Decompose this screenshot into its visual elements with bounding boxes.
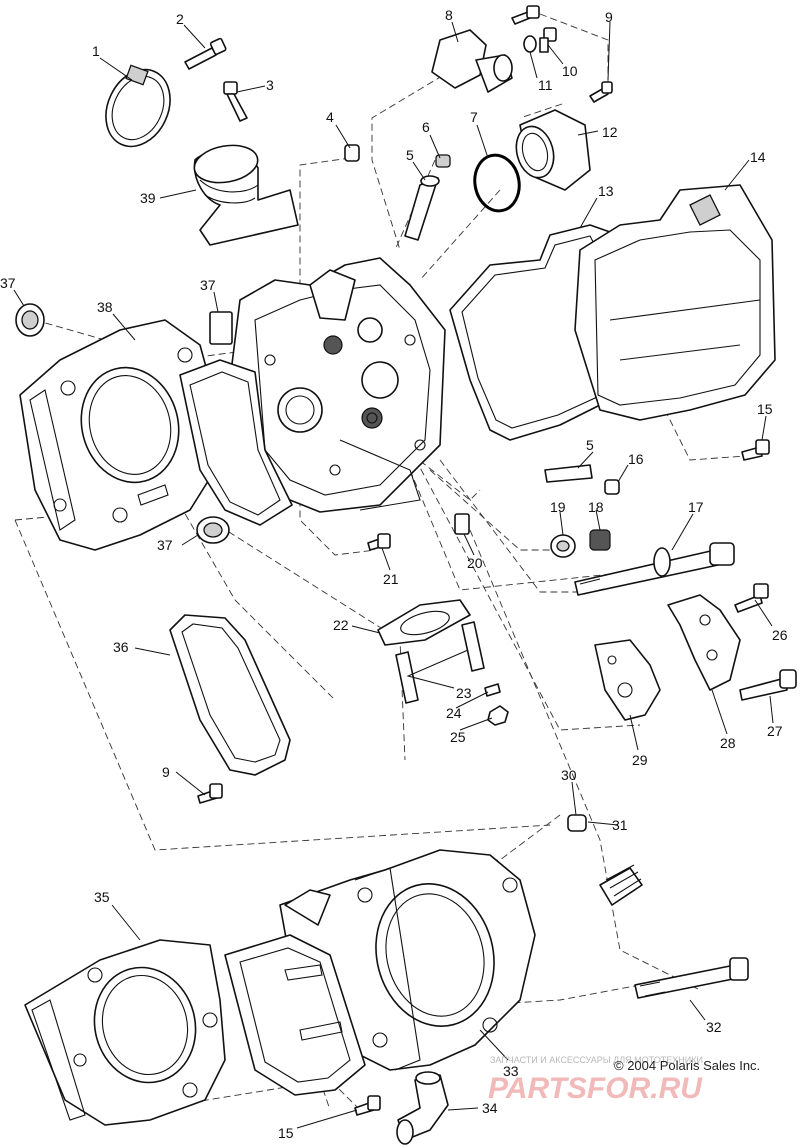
part-21-bolt [367,533,391,551]
part-38-head-gasket [19,319,216,551]
callout-24: 24 [446,705,462,721]
callout-5-right: 5 [586,437,594,453]
callout-26: 26 [772,627,788,643]
part-7-o-ring [473,153,521,213]
callout-13: 13 [598,183,614,199]
part-23-24-25-studs [395,621,509,726]
callout-39: 39 [140,190,156,206]
callout-32: 32 [706,1019,722,1035]
part-37-seals [15,303,230,544]
part-15-34-bolt-elbow [354,1071,449,1145]
part-33-base-gasket [224,934,366,1096]
callout-33: 33 [503,1063,519,1079]
head-gasket-secondary [179,359,293,526]
part-26-29-brackets [594,583,797,721]
part-9-10-11-hardware [511,5,613,103]
part-3-bolt [223,81,248,122]
callout-37-lower: 37 [157,537,173,553]
callout-3: 3 [266,77,274,93]
callout-6: 6 [422,119,430,135]
callout-9-top: 9 [605,9,613,25]
callout-27: 27 [767,723,783,739]
part-36-side-gasket [169,614,291,776]
callout-37-left: 37 [0,275,16,291]
callout-36: 36 [113,639,129,655]
cylinder-head [209,257,446,513]
part-4-5-6-small-parts [344,144,451,241]
callout-31: 31 [612,817,628,833]
callout-15-right: 15 [757,401,773,417]
callout-10: 10 [562,63,578,79]
callout-14: 14 [750,149,766,165]
part-2-screw [184,37,227,70]
part-8-water-outlet [431,29,513,93]
callout-23: 23 [456,685,472,701]
callout-22: 22 [333,617,349,633]
callout-17: 17 [688,499,704,515]
part-30-31-dowel-spring [567,814,643,906]
callout-leaders [13,21,774,1129]
copyright-notice: © 2004 Polaris Sales Inc. [614,1058,760,1073]
callout-2: 2 [176,11,184,27]
part-14-valve-cover [574,184,776,421]
callout-15-lower: 15 [278,1125,294,1141]
callout-16: 16 [628,451,644,467]
callout-11: 11 [538,77,553,93]
callout-29: 29 [632,752,648,768]
part-1-clamp [105,64,171,148]
part-17-long-bolt [574,542,735,596]
callout-8: 8 [445,7,453,23]
part-39-intake-boot [193,144,299,246]
callout-37-top: 37 [200,277,216,293]
callout-4: 4 [326,109,334,125]
callout-9-lower: 9 [162,764,170,780]
part-22-exhaust-gasket [377,599,471,646]
callout-1: 1 [92,43,100,59]
callout-30: 30 [561,767,577,783]
watermark-caption: ЗАПЧАСТИ И АКСЕССУАРЫ ДЛЯ МОТОТЕХНИКИ [490,1055,703,1065]
part-32-long-bolt [634,957,749,999]
callout-5-top: 5 [406,147,414,163]
callout-12: 12 [602,124,618,140]
callout-34: 34 [482,1100,498,1116]
callout-20: 20 [467,555,483,571]
part-15-16-bolts [544,439,770,495]
callout-19: 19 [550,499,566,515]
callout-25: 25 [450,729,466,745]
part-12-thermostat-housing [515,109,591,191]
watermark-logo: PARTSFOR.RU [488,1072,703,1105]
callout-labels: 1 2 3 4 5 5 6 7 8 9 9 10 11 12 13 14 15 … [0,7,788,1141]
part-35-cylinder-gasket [24,939,226,1126]
callout-35: 35 [94,889,110,905]
callout-21: 21 [383,571,399,587]
callout-38: 38 [97,299,113,315]
callout-28: 28 [720,735,736,751]
part-9-lower-bolt [197,783,223,804]
callout-18: 18 [588,499,604,515]
callout-7: 7 [470,109,478,125]
